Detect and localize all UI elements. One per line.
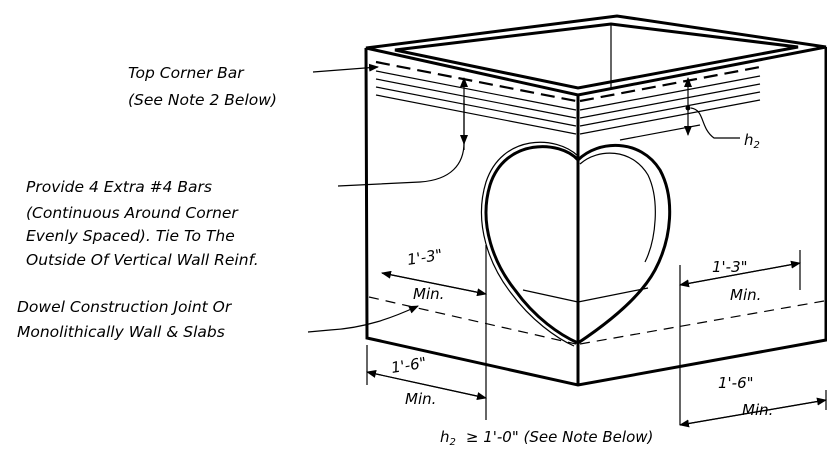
dim-left-bottom-min: Min. [405,390,436,408]
top-reinforcement-right [579,65,761,141]
dimension-lines [366,245,827,428]
top-corner-bar-label: Top Corner Bar [128,64,245,82]
dim-right-bottom-min: Min. [742,401,773,419]
dim-right-top-min: Min. [730,286,761,304]
extra-bars-line-4: Outside Of Vertical Wall Reinf. [26,251,259,269]
extra-bars-line-2: (Continuous Around Corner [26,204,239,222]
h2-note: h2≥ 1'-0" (See Note Below) [440,428,653,448]
top-reinforcement-left [375,60,577,135]
see-note-2-label: (See Note 2 Below) [128,91,277,109]
dim-right-bottom-value: 1'-6" [718,374,754,392]
dim-left-bottom-value: 1'-6" [390,354,428,377]
leader-lines [307,63,740,333]
dim-left-top-value: 1'-3" [406,246,444,269]
construction-joint-lines [368,296,825,345]
dim-right-top-value: 1'-3" [712,258,748,276]
dowel-line-2: Monolithically Wall & Slabs [17,323,225,341]
corner-opening [480,141,672,347]
h2-label: h2 [744,131,760,151]
dowel-line-1: Dowel Construction Joint Or [17,298,233,316]
extra-bars-line-1: Provide 4 Extra #4 Bars [26,178,212,196]
extra-bars-line-3: Evenly Spaced). Tie To The [26,227,235,245]
dim-left-top-min: Min. [413,285,444,303]
